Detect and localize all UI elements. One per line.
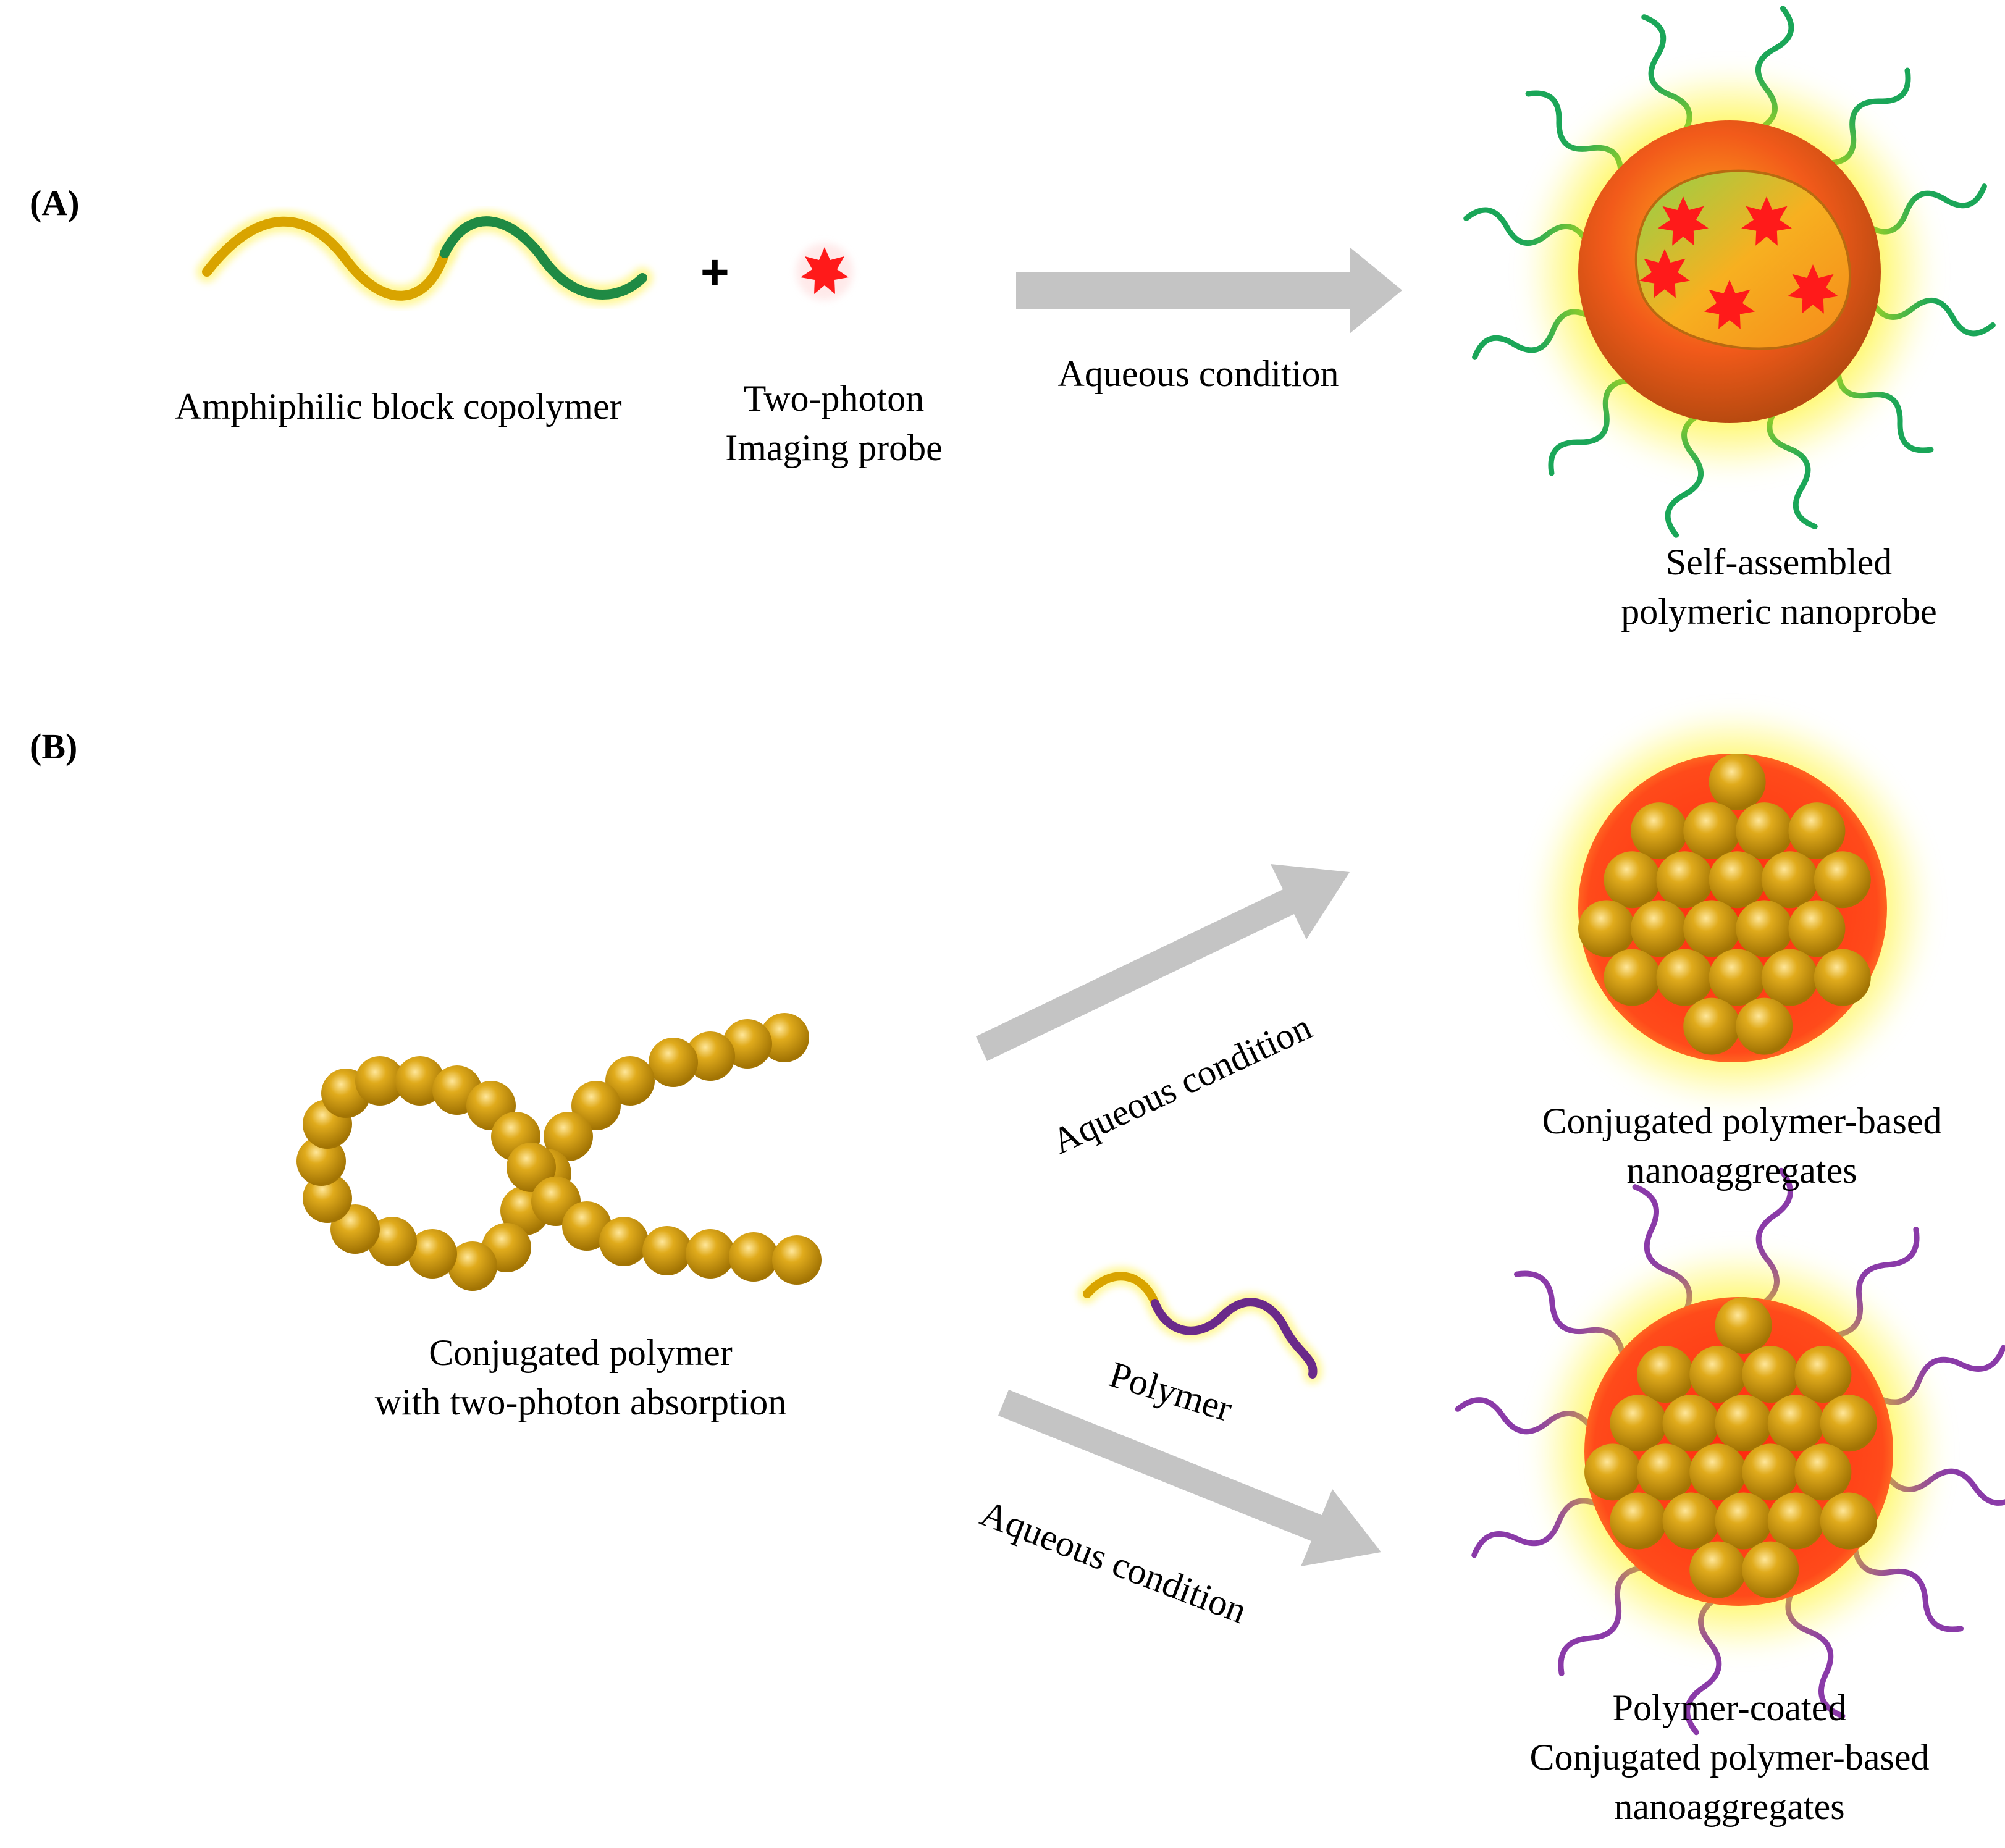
label-nanoagg-line1: Conjugated polymer-based bbox=[1542, 1101, 1942, 1141]
aggregate-bead bbox=[1683, 802, 1741, 860]
polymer-bead bbox=[408, 1229, 457, 1279]
label-probe-line1: Two-photon bbox=[743, 378, 925, 419]
probe-star bbox=[1704, 280, 1755, 329]
polymer-bead bbox=[355, 1056, 405, 1106]
aggregate-bead bbox=[1610, 1395, 1667, 1452]
coated-aggregate-beads bbox=[1584, 1297, 1877, 1598]
aggregate-bead bbox=[1584, 1443, 1641, 1501]
plus-sign: + bbox=[700, 245, 729, 300]
polymer-bead bbox=[599, 1217, 649, 1266]
label-probe-line2: Imaging probe bbox=[725, 427, 943, 468]
probe-star bbox=[796, 243, 853, 300]
aggregate-bead bbox=[1794, 1443, 1852, 1501]
aggregate-bead bbox=[1604, 851, 1661, 909]
aggregate-bead bbox=[1715, 1492, 1772, 1550]
aggregate-bead bbox=[1820, 1492, 1877, 1550]
polymer-bead bbox=[760, 1013, 809, 1062]
arrow-b-lower bbox=[998, 1390, 1381, 1566]
panel-label-a: (A) bbox=[30, 183, 80, 223]
polymer-bead bbox=[507, 1143, 556, 1192]
aggregate-bead bbox=[1715, 1297, 1772, 1354]
aggregate-bead bbox=[1761, 949, 1818, 1006]
aggregate-bead bbox=[1683, 900, 1741, 957]
polymer-bead bbox=[642, 1226, 692, 1275]
label-coated-line3: nanoaggregates bbox=[1614, 1786, 1845, 1827]
label-cp-line1: Conjugated polymer bbox=[429, 1332, 733, 1373]
aggregate-bead bbox=[1742, 1443, 1799, 1501]
aggregate-bead bbox=[1761, 851, 1818, 909]
aggregate-bead bbox=[1689, 1443, 1747, 1501]
polymer-bead bbox=[544, 1112, 593, 1161]
probe-star bbox=[1788, 264, 1838, 314]
aggregate-bead bbox=[1578, 900, 1635, 957]
aggregate-bead bbox=[1637, 1443, 1694, 1501]
label-block-copolymer: Amphiphilic block copolymer bbox=[175, 386, 622, 427]
probe-star bbox=[1658, 196, 1709, 246]
aggregate-bead bbox=[1610, 1492, 1667, 1550]
polymer-bead bbox=[686, 1229, 735, 1279]
aggregate-bead bbox=[1637, 1346, 1694, 1403]
label-coated-line2: Conjugated polymer-based bbox=[1529, 1737, 1930, 1778]
polymer-bead bbox=[605, 1056, 655, 1106]
aggregate-bead bbox=[1788, 900, 1846, 957]
conjugated-polymer-chain bbox=[296, 1013, 822, 1291]
polymer-chain bbox=[1078, 1267, 1322, 1384]
aggregate-bead bbox=[1709, 754, 1766, 810]
label-self-assembled-line2: polymeric nanoprobe bbox=[1621, 591, 1937, 632]
aggregate-bead bbox=[1715, 1395, 1772, 1452]
self-assembled-nanoprobe bbox=[1463, 6, 1996, 538]
polymer-bead bbox=[686, 1031, 735, 1081]
aggregate-bead bbox=[1736, 900, 1793, 957]
encapsulated-probes bbox=[1639, 196, 1838, 329]
polymer-bead bbox=[729, 1232, 778, 1282]
aggregate-bead bbox=[1631, 900, 1688, 957]
aggregate-bead bbox=[1709, 949, 1766, 1006]
aggregate-bead bbox=[1736, 802, 1793, 860]
label-coated-line1: Polymer-coated bbox=[1612, 1687, 1847, 1728]
polymer-bead bbox=[395, 1056, 445, 1106]
block-copolymer bbox=[196, 211, 653, 306]
polymer-bead bbox=[772, 1235, 822, 1285]
nanoaggregate-beads bbox=[1578, 754, 1871, 1055]
aggregate-bead bbox=[1767, 1492, 1825, 1550]
aggregate-bead bbox=[1604, 949, 1661, 1006]
aggregate-bead bbox=[1820, 1395, 1877, 1452]
arrow-a bbox=[1016, 247, 1402, 334]
probe-star bbox=[1639, 249, 1690, 298]
polymer-bead bbox=[562, 1201, 612, 1251]
arrow-b-upper bbox=[976, 864, 1350, 1061]
panel-label-b: (B) bbox=[30, 726, 78, 766]
probe-star bbox=[1741, 196, 1792, 246]
label-aqueous-a: Aqueous condition bbox=[1057, 353, 1339, 394]
aggregate-bead bbox=[1662, 1492, 1720, 1550]
aggregate-bead bbox=[1742, 1541, 1799, 1598]
aggregate-bead bbox=[1736, 998, 1793, 1055]
aggregate-bead bbox=[1656, 851, 1713, 909]
polymer-coated-nanoaggregate bbox=[1455, 1167, 2005, 1736]
aggregate-bead bbox=[1662, 1395, 1720, 1452]
aggregate-bead bbox=[1656, 949, 1713, 1006]
aggregate-bead bbox=[1683, 998, 1741, 1055]
aggregate-bead bbox=[1742, 1346, 1799, 1403]
aggregate-bead bbox=[1689, 1346, 1747, 1403]
nanoaggregate bbox=[1535, 710, 1930, 1106]
polymer-bead bbox=[649, 1038, 698, 1087]
aggregate-bead bbox=[1689, 1541, 1747, 1598]
aggregate-bead bbox=[1631, 802, 1688, 860]
polymer-bead bbox=[303, 1174, 352, 1223]
polymer-bead bbox=[296, 1136, 346, 1186]
polymer-bead bbox=[448, 1241, 497, 1291]
aggregate-bead bbox=[1767, 1395, 1825, 1452]
aggregate-bead bbox=[1709, 851, 1766, 909]
label-self-assembled-line1: Self-assembled bbox=[1665, 542, 1893, 582]
aggregate-bead bbox=[1794, 1346, 1852, 1403]
label-cp-line2: with two-photon absorption bbox=[374, 1382, 787, 1422]
aggregate-bead bbox=[1814, 851, 1871, 909]
aggregate-bead bbox=[1814, 949, 1871, 1006]
aggregate-bead bbox=[1788, 802, 1846, 860]
label-nanoagg-line2: nanoaggregates bbox=[1626, 1150, 1857, 1191]
